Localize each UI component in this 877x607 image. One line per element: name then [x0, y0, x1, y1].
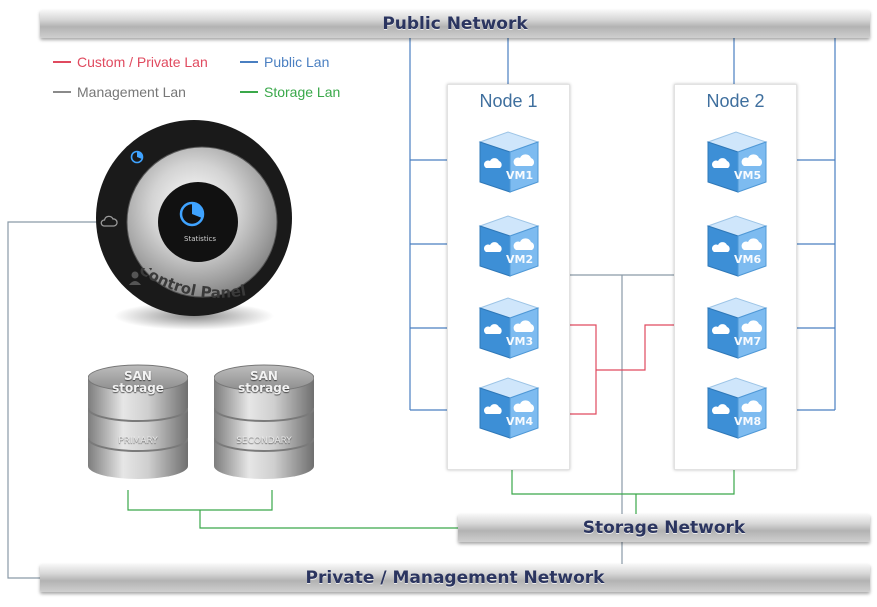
- vm-cube-icon: [706, 377, 768, 439]
- private-management-network-bar: Private / Management Network: [40, 564, 870, 592]
- control-panel-dial: [96, 120, 292, 330]
- node-title: Node 1: [479, 91, 538, 111]
- control-panel-label: Control Panel: [136, 268, 247, 302]
- vm-cube-icon: [478, 215, 540, 277]
- statistics-small-icon[interactable]: [130, 150, 144, 164]
- vm-vm6[interactable]: VM6: [700, 212, 772, 280]
- vm-label: VM3: [506, 335, 534, 348]
- node-title: Node 2: [706, 91, 765, 111]
- custom-lan-lines: [548, 324, 696, 415]
- legend-swatch: [53, 61, 71, 63]
- san-role-label: PRIMARY: [118, 436, 158, 446]
- legend-swatch: [240, 61, 258, 63]
- legend-label: Public Lan: [264, 54, 330, 70]
- vm-cube-icon: [706, 297, 768, 359]
- legend-storage-lan: Storage Lan: [240, 84, 340, 100]
- san-storage-primary: SAN storage PRIMARY: [87, 364, 189, 480]
- legend-management-lan: Management Lan: [53, 84, 186, 100]
- legend-custom-private-lan: Custom / Private Lan: [53, 54, 208, 70]
- vm-cube-icon: [478, 297, 540, 359]
- vm-cube-icon: [706, 131, 768, 193]
- san-title-line1: SAN: [124, 369, 152, 383]
- storage-network-bar: Storage Network: [458, 514, 870, 542]
- legend-public-lan: Public Lan: [240, 54, 329, 70]
- storage-lan-lines: [127, 470, 735, 529]
- legend-label: Management Lan: [77, 84, 186, 100]
- control-panel-label-arc: Control Panel: [136, 268, 247, 302]
- legend-label: Storage Lan: [264, 84, 341, 100]
- cloud-icon[interactable]: [100, 214, 118, 228]
- vm-vm2[interactable]: VM2: [472, 212, 544, 280]
- vm-label: VM1: [506, 169, 534, 182]
- san-title-line2: storage: [238, 381, 290, 395]
- public-network-bar: Public Network: [40, 10, 870, 38]
- vm-vm3[interactable]: VM3: [472, 294, 544, 362]
- san-title-line1: SAN: [250, 369, 278, 383]
- storage-cylinder-graphic: [87, 364, 189, 479]
- legend-swatch: [53, 91, 71, 93]
- vm-label: VM2: [506, 253, 534, 266]
- vm-vm4[interactable]: VM4: [472, 374, 544, 442]
- vm-cube-icon: [478, 377, 540, 439]
- vm-cube-icon: [478, 131, 540, 193]
- san-role-label: SECONDARY: [236, 436, 292, 446]
- vm-cube-icon: [706, 215, 768, 277]
- vm-label: VM7: [734, 335, 762, 348]
- san-storage-secondary: SAN storage SECONDARY: [213, 364, 315, 480]
- legend-label: Custom / Private Lan: [77, 54, 208, 70]
- control-panel[interactable]: Statistics Control Panel: [94, 118, 294, 338]
- legend-swatch: [240, 91, 258, 93]
- vm-vm5[interactable]: VM5: [700, 128, 772, 196]
- statistics-icon: [179, 201, 205, 227]
- vm-vm1[interactable]: VM1: [472, 128, 544, 196]
- vm-label: VM8: [734, 415, 762, 428]
- vm-vm8[interactable]: VM8: [700, 374, 772, 442]
- vm-label: VM5: [734, 169, 762, 182]
- svg-text:Control Panel: Control Panel: [136, 268, 247, 302]
- statistics-label: Statistics: [184, 235, 216, 243]
- san-title-line2: storage: [112, 381, 164, 395]
- vm-label: VM4: [506, 415, 534, 428]
- vm-label: VM6: [734, 253, 762, 266]
- storage-cylinder-graphic: [213, 364, 315, 479]
- user-icon[interactable]: [128, 270, 142, 286]
- vm-vm7[interactable]: VM7: [700, 294, 772, 362]
